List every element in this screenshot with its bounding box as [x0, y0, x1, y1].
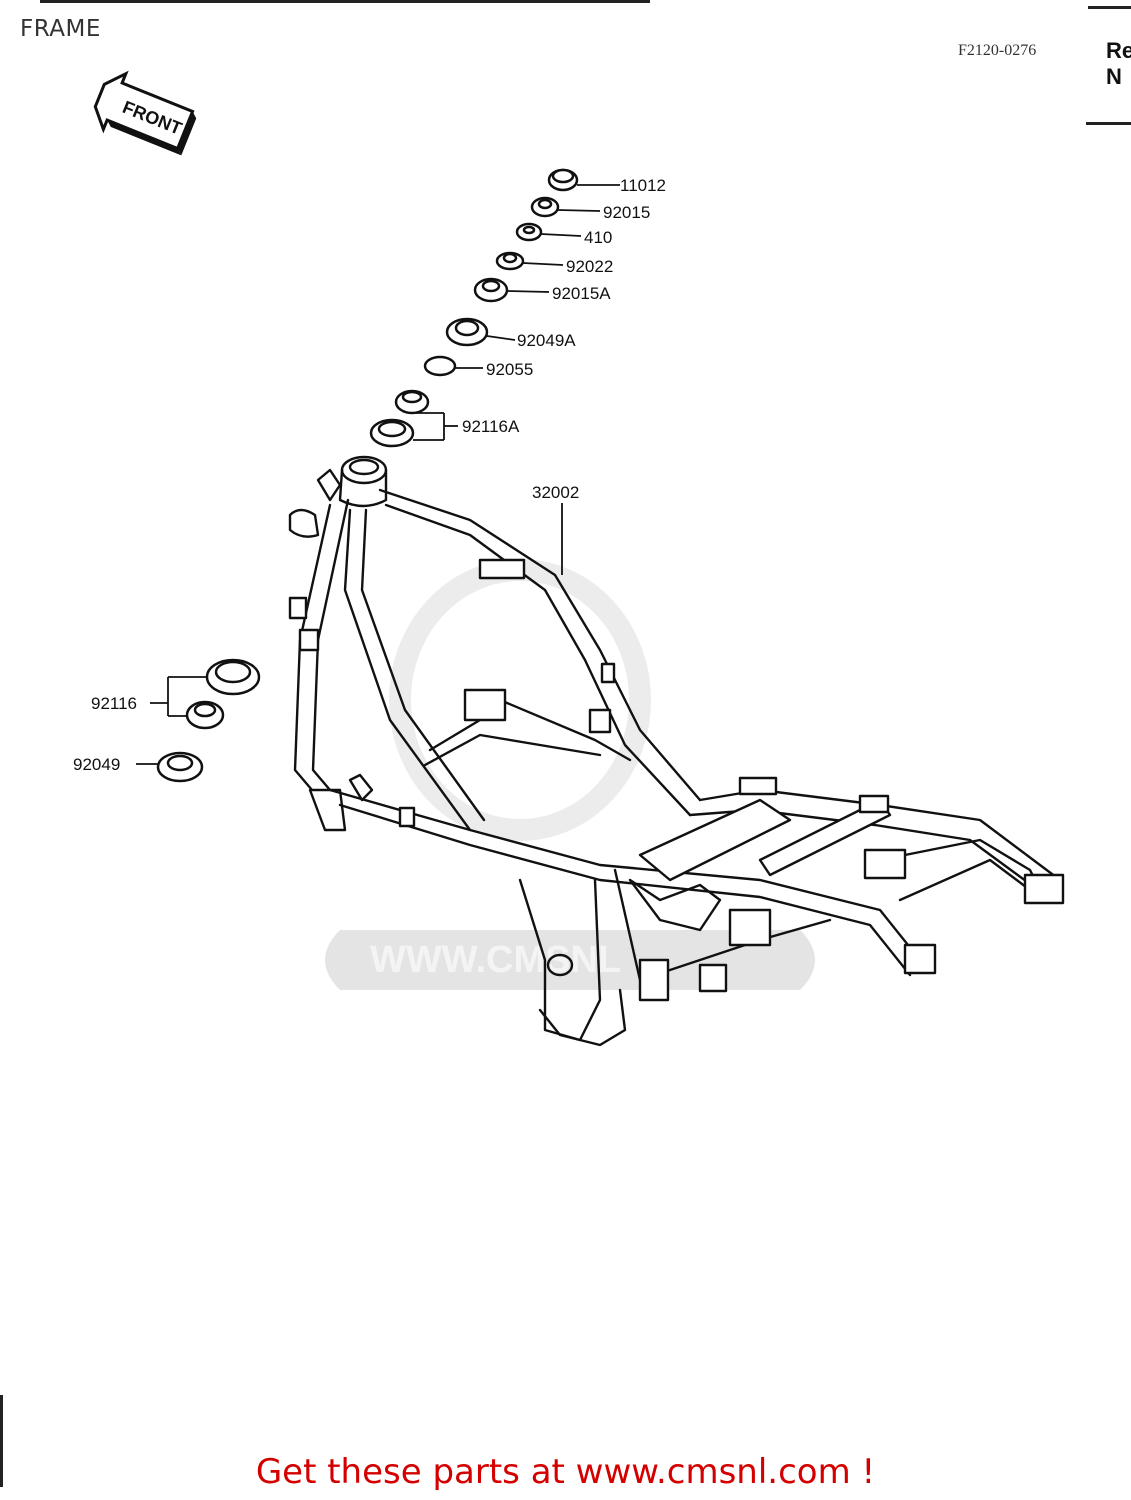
part-label-92116[interactable]: 92116 — [91, 694, 137, 713]
upper-bearing-icon — [394, 389, 430, 415]
corner-rule-top — [1088, 6, 1131, 9]
frame-body-icon — [288, 455, 1065, 1047]
left-margin-bar — [0, 1395, 3, 1487]
lower-seal-icon — [156, 751, 204, 783]
corner-text-line2: N — [1106, 64, 1122, 89]
front-arrow-icon: FRONT — [93, 70, 197, 156]
part-label-32002[interactable]: 32002 — [532, 483, 579, 502]
part-label-11012[interactable]: 11012 — [620, 176, 666, 195]
steering-stem-stack — [156, 168, 579, 783]
corner-rule-bottom — [1086, 122, 1131, 125]
watermark-text: WWW.CMSNL — [370, 939, 621, 981]
cropped-corner-text: Re N — [1106, 38, 1131, 90]
corner-text-line1: Re — [1106, 38, 1131, 63]
part-label-92049[interactable]: 92049 — [73, 755, 120, 774]
part-label-92015A[interactable]: 92015A — [552, 284, 611, 303]
stem-nut-icon — [530, 196, 560, 218]
dust-seal-icon — [445, 317, 489, 347]
o-ring-icon — [423, 355, 457, 377]
top-rule — [40, 0, 650, 3]
part-label-92055[interactable]: 92055 — [486, 360, 533, 379]
diagram-reference-code: F2120-0276 — [958, 42, 1037, 59]
adjusting-nut-icon — [473, 277, 509, 303]
part-labels: 11012 92015 410 92022 92015A 92049A 9205… — [73, 176, 666, 774]
part-label-410[interactable]: 410 — [584, 228, 612, 247]
footer-call-to-action[interactable]: Get these parts at www.cmsnl.com ! — [255, 1452, 876, 1492]
washer-icon — [515, 222, 543, 242]
leader-lines — [136, 184, 620, 765]
lock-washer-icon — [495, 251, 525, 271]
part-label-92116A[interactable]: 92116A — [462, 417, 520, 436]
steering-cap-icon — [547, 168, 579, 192]
frame-exploded-view: WWW.CMSNL FRONT — [73, 70, 1065, 1047]
lower-race-icon — [205, 658, 261, 696]
upper-race-icon — [369, 418, 415, 448]
lower-bearing-icon — [185, 700, 225, 730]
part-label-92015[interactable]: 92015 — [603, 203, 650, 222]
part-label-92049A[interactable]: 92049A — [517, 331, 576, 350]
page-title: FRAME — [20, 16, 101, 42]
part-label-92022[interactable]: 92022 — [566, 257, 613, 276]
